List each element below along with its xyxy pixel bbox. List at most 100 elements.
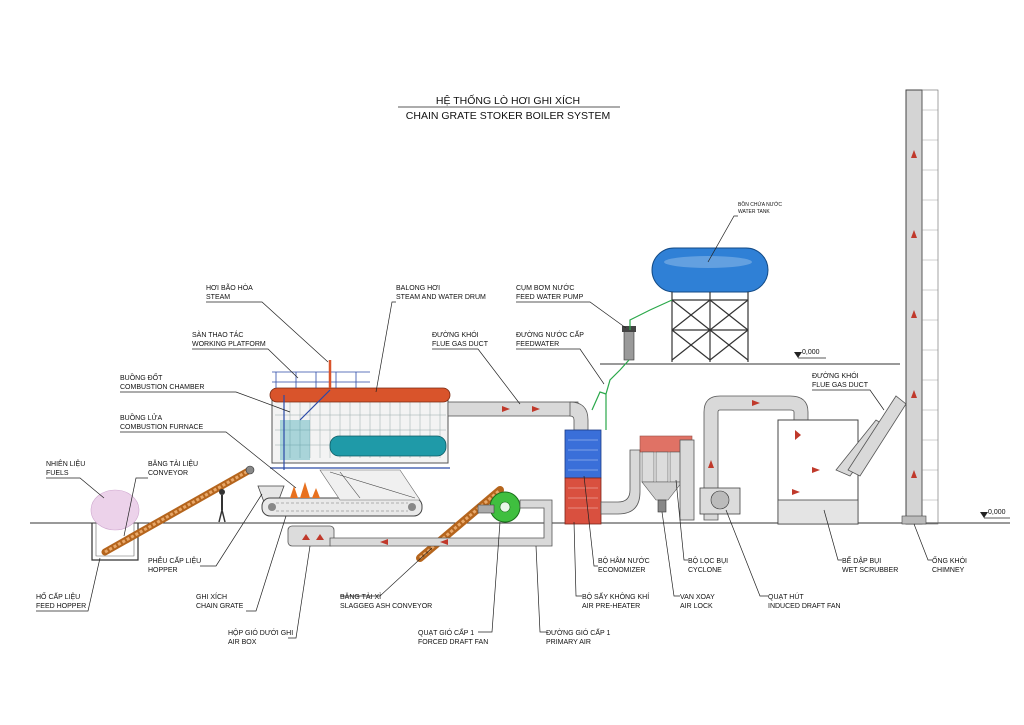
label-drum: BALONG HƠI STEAM AND WATER DRUM — [375, 285, 486, 393]
platform-label-vi: SÀN THAO TÁC — [192, 330, 243, 339]
level-marker-1: 0,000 — [794, 349, 826, 359]
flue2-label-en: FLUE GAS DUCT — [812, 382, 869, 389]
label-primary-air: ĐƯỜNG GIÓ CẤP 1 PRIMARY AIR — [535, 545, 610, 646]
feed-hopper-label-vi: HỐ CẤP LIỆU — [36, 591, 80, 601]
tank-label-vi: BỒN CHỨA NƯỚC — [738, 201, 782, 208]
feedwater-label-en: FEEDWATER — [516, 341, 559, 348]
wet-scrubber — [777, 419, 887, 525]
flue1-label-vi: ĐƯỜNG KHÓI — [432, 330, 479, 339]
slag-label-en: SLAGGEG ASH CONVEYOR — [340, 603, 432, 610]
conveyor-label-en: CONVEYOR — [148, 470, 188, 477]
feedwater-line — [591, 299, 673, 430]
label-water-tank: BỒN CHỨA NƯỚC WATER TANK — [707, 201, 782, 263]
water-drum — [329, 435, 447, 457]
water-tank — [600, 247, 900, 365]
furnace-label-en: COMBUSTION FURNACE — [120, 424, 204, 431]
cyclone-label-vi: BỘ LỌC BỤI — [688, 556, 728, 565]
primary-air-label-vi: ĐƯỜNG GIÓ CẤP 1 — [546, 627, 610, 637]
hopper-label-en: HOPPER — [148, 567, 178, 574]
preheater-label-vi: BỘ SẤY KHÔNG KHÍ — [582, 591, 649, 601]
air-lock-label-vi: VAN XOAY — [680, 594, 715, 601]
primary-air-duct — [329, 499, 553, 547]
tank-label-en: WATER TANK — [738, 209, 770, 215]
label-feedwater: ĐƯỜNG NƯỚC CẤP FEEDWATER — [516, 329, 605, 385]
label-conveyor: BĂNG TẢI LIỆU CONVEYOR — [123, 459, 198, 537]
air-box-label-vi: HỘP GIÓ DƯỚI GHI — [228, 628, 293, 637]
label-induced-fan: QUẠT HÚT INDUCED DRAFT FAN — [725, 509, 841, 610]
fuels-label-vi: NHIÊN LIỆU — [46, 459, 85, 468]
slag-label-vi: BĂNG TẢI XỈ — [340, 592, 381, 601]
induced-fan-label-vi: QUẠT HÚT — [768, 592, 804, 601]
scrubber-label-vi: BỂ DẬP BỤI — [842, 556, 881, 565]
chamber-label-en: COMBUSTION CHAMBER — [120, 384, 204, 391]
chain-grate-label-vi: GHI XÍCH — [196, 592, 227, 601]
cyclone — [639, 435, 695, 521]
label-combustion-chamber: BUỒNG ĐỐT COMBUSTION CHAMBER — [120, 372, 291, 413]
label-steam: HƠI BÃO HÒA STEAM — [206, 283, 329, 363]
platform-label-en: WORKING PLATFORM — [192, 341, 266, 348]
title-vi: HỆ THỐNG LÒ HƠI GHI XÍCH — [436, 93, 580, 107]
air-pre-heater — [564, 477, 602, 525]
forced-draft-fan — [477, 491, 521, 523]
flue-gas-duct-2 — [847, 395, 907, 477]
air-box — [287, 525, 335, 547]
label-forced-fan: QUẠT GIÓ CẤP 1 FORCED DRAFT FAN — [418, 521, 501, 646]
induced-fan-label-en: INDUCED DRAFT FAN — [768, 603, 841, 610]
pump-label-vi: CỤM BƠM NƯỚC — [516, 283, 574, 292]
flue-gas-duct-1 — [447, 401, 589, 431]
slag-conveyor — [416, 486, 504, 562]
flue2-label-vi: ĐƯỜNG KHÓI — [812, 371, 859, 380]
air-lock-label-en: AIR LOCK — [680, 603, 713, 610]
label-air-preheater: BỘ SẤY KHÔNG KHÍ AIR PRE-HEATER — [573, 521, 649, 610]
air-box-label-en: AIR BOX — [228, 639, 257, 646]
feed-hopper-label-en: FEED HOPPER — [36, 603, 86, 610]
label-feed-water-pump: CỤM BƠM NƯỚC FEED WATER PUMP — [516, 283, 627, 329]
tank-stand — [671, 292, 749, 362]
label-slag-conveyor: BĂNG TẢI XỈ SLAGGEG ASH CONVEYOR — [340, 547, 433, 610]
flue1-label-en: FLUE GAS DUCT — [432, 341, 489, 348]
label-combustion-furnace: BUỒNG LỬA COMBUSTION FURNACE — [120, 412, 297, 489]
label-hopper: PHỄU CẤP LIỆU HOPPER — [148, 493, 263, 574]
fuel-conveyor — [101, 465, 255, 556]
operator-figure — [218, 489, 226, 523]
feed-water-pump — [622, 326, 636, 361]
conveyor-label-vi: BĂNG TẢI LIỆU — [148, 459, 198, 468]
level-2-text: 0,000 — [988, 509, 1006, 516]
forced-fan-label-en: FORCED DRAFT FAN — [418, 639, 488, 646]
label-economizer: BỘ HÂM NƯỚC ECONOMIZER — [583, 475, 650, 574]
label-feed-hopper: HỐ CẤP LIỆU FEED HOPPER — [36, 557, 101, 612]
fuels-label-en: FUELS — [46, 470, 69, 477]
steam-label-en: STEAM — [206, 294, 230, 301]
hopper-label-vi: PHỄU CẤP LIỆU — [148, 555, 201, 565]
drum-label-en: STEAM AND WATER DRUM — [396, 294, 486, 301]
forced-fan-label-vi: QUẠT GIÓ CẤP 1 — [418, 627, 474, 637]
chimney — [901, 89, 939, 525]
economizer-label-en: ECONOMIZER — [598, 567, 645, 574]
label-chain-grate: GHI XÍCH CHAIN GRATE — [196, 515, 287, 612]
pump-label-en: FEED WATER PUMP — [516, 294, 584, 301]
boiler-body — [257, 360, 451, 547]
steam-label-vi: HƠI BÃO HÒA — [206, 283, 253, 292]
feedwater-label-vi: ĐƯỜNG NƯỚC CẤP — [516, 329, 584, 339]
label-working-platform: SÀN THAO TÁC WORKING PLATFORM — [192, 330, 299, 379]
economizer-label-vi: BỘ HÂM NƯỚC — [598, 556, 650, 565]
label-wet-scrubber: BỂ DẬP BỤI WET SCRUBBER — [823, 509, 898, 574]
primary-air-label-en: PRIMARY AIR — [546, 639, 591, 646]
chain-grate-label-en: CHAIN GRATE — [196, 603, 244, 610]
label-cyclone: BỘ LỌC BỤI CYCLONE — [675, 479, 728, 574]
flue-duct-to-cyclone — [600, 449, 641, 515]
drum-label-vi: BALONG HƠI — [396, 285, 440, 292]
fuel-pile — [90, 489, 140, 531]
preheater-label-en: AIR PRE-HEATER — [582, 603, 640, 610]
level-marker-2: 0,000 — [980, 509, 1010, 519]
label-fuels: NHIÊN LIỆU FUELS — [46, 459, 105, 499]
label-flue-gas-duct-2: ĐƯỜNG KHÓI FLUE GAS DUCT — [812, 371, 885, 411]
label-flue-gas-duct-1: ĐƯỜNG KHÓI FLUE GAS DUCT — [432, 330, 521, 405]
cyclone-label-en: CYCLONE — [688, 567, 722, 574]
economizer — [564, 429, 602, 479]
furnace-label-vi: BUỒNG LỬA — [120, 412, 162, 422]
diagram-title: HỆ THỐNG LÒ HƠI GHI XÍCH CHAIN GRATE STO… — [398, 93, 620, 122]
label-air-lock: VAN XOAY AIR LOCK — [661, 511, 715, 610]
flames — [290, 482, 320, 498]
